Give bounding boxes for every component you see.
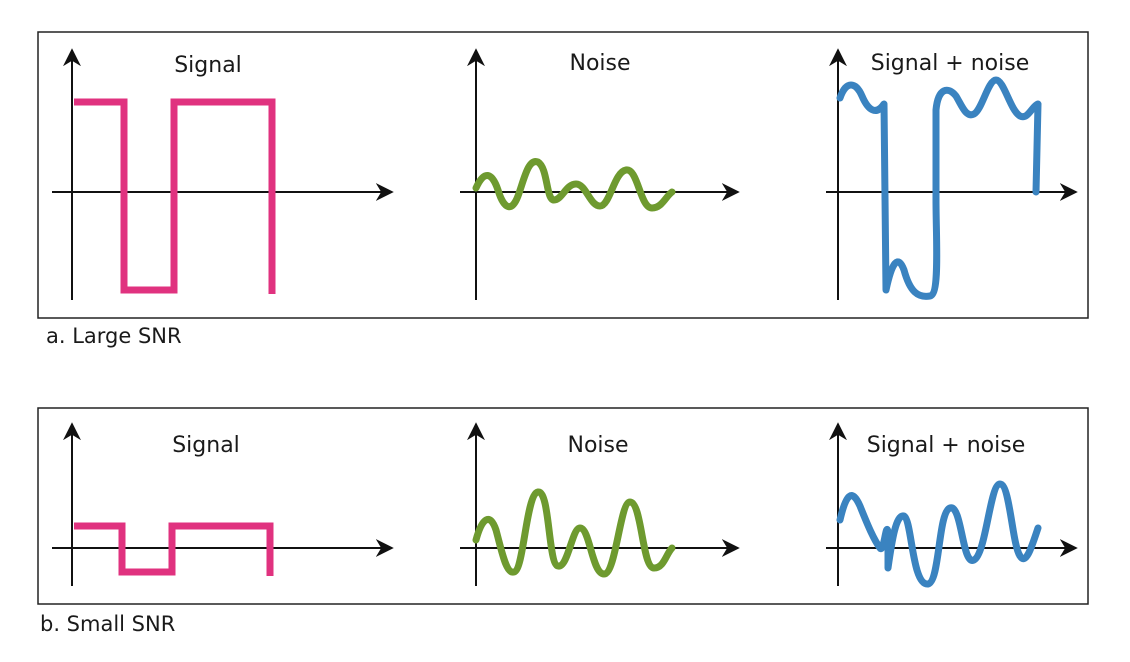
panel-frame	[37, 31, 1089, 319]
combined-plot-small: Signal + noise	[826, 422, 1078, 588]
panel-large-snr: Signal Noise Signal + noise	[37, 31, 1089, 319]
noise-title: Noise	[569, 51, 630, 76]
panel-caption-large-snr: a. Large SNR	[46, 324, 182, 348]
noise-waveform	[472, 158, 676, 212]
noise-plot-large: Noise	[460, 48, 740, 300]
noise-plot-small: Noise	[460, 422, 740, 586]
signal-waveform	[74, 98, 276, 294]
panel-frame	[37, 407, 1089, 605]
signal-plot-large: Signal	[52, 48, 394, 300]
signal-plot-small: Signal	[52, 422, 394, 586]
signal-waveform	[74, 522, 274, 576]
panel-small-snr: Signal Noise Signal + noise	[37, 407, 1089, 605]
combined-waveform	[836, 480, 1042, 588]
noise-title: Noise	[567, 433, 628, 458]
combined-title: Signal + noise	[871, 51, 1030, 76]
panel-caption-small-snr: b. Small SNR	[40, 612, 176, 636]
signal-title: Signal	[172, 433, 240, 458]
combined-waveform	[836, 76, 1042, 300]
signal-title: Signal	[174, 53, 242, 78]
noise-waveform	[472, 488, 676, 578]
combined-title: Signal + noise	[867, 433, 1026, 458]
combined-plot-large: Signal + noise	[826, 48, 1078, 300]
